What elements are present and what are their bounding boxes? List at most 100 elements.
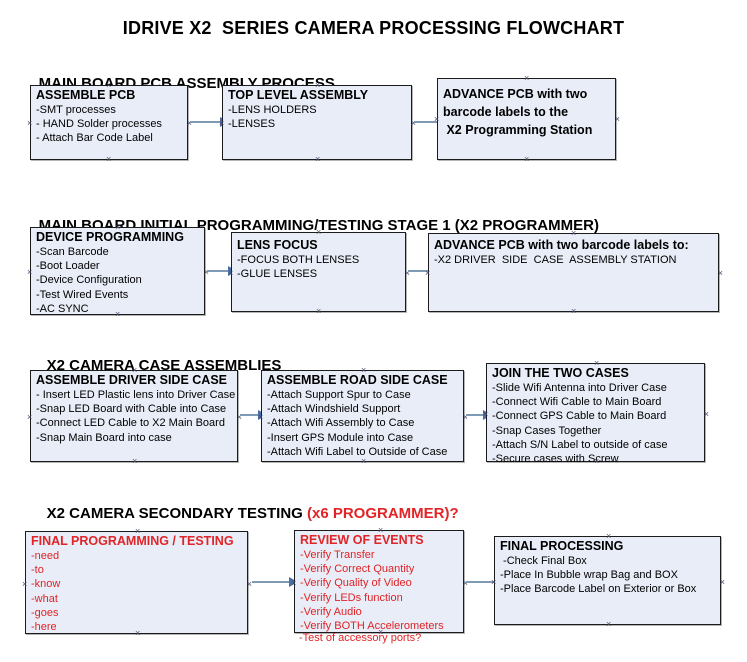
connection-handle-x-icon[interactable] bbox=[594, 457, 599, 466]
connection-handle-x-icon[interactable] bbox=[594, 359, 599, 368]
node-line: -FOCUS BOTH LENSES bbox=[237, 254, 360, 266]
node-line: -Attach Support Spur to Case bbox=[267, 389, 411, 401]
node-line: -Slide Wifi Antenna into Driver Case bbox=[492, 382, 667, 394]
flow-arrow-right-icon bbox=[240, 410, 267, 420]
connection-handle-x-icon[interactable] bbox=[491, 578, 496, 587]
node-line: -Connect GPS Cable to Main Board bbox=[492, 410, 667, 423]
node-line: -Attach Wifi Label to Outside of Case bbox=[267, 445, 448, 458]
flow-arrow-right-icon bbox=[466, 410, 492, 420]
connection-handle-x-icon[interactable] bbox=[106, 81, 111, 90]
node-lens-focus[interactable]: LENS FOCUS -FOCUS BOTH LENSES -GLUE LENS… bbox=[231, 232, 406, 312]
node-line: -Scan Barcode bbox=[36, 246, 109, 258]
connection-handle-x-icon[interactable] bbox=[316, 228, 321, 237]
section-heading-text: X2 CAMERA CASE ASSEMBLIES bbox=[46, 357, 282, 374]
node-line: -need bbox=[31, 550, 60, 562]
section-heading-text: X2 CAMERA SECONDARY TESTING bbox=[46, 505, 307, 522]
page-title: IDRIVE X2 SERIES CAMERA PROCESSING FLOWC… bbox=[122, 18, 625, 38]
node-line: -what bbox=[31, 592, 58, 605]
connection-handle-x-icon[interactable] bbox=[425, 269, 430, 278]
connection-handle-x-icon[interactable] bbox=[258, 413, 263, 422]
node-title: TOP LEVEL ASSEMBLY bbox=[228, 88, 369, 102]
node-line: -Device Configuration bbox=[36, 274, 142, 287]
node-line: -Place In Bubble wrap Bag and BOX bbox=[500, 569, 678, 582]
node-line: -Verify Correct Quantity bbox=[300, 563, 415, 576]
node-title: FINAL PROCESSING bbox=[500, 539, 624, 553]
node-line: -Snap LED Board with Cable into Case bbox=[36, 403, 227, 416]
connection-handle-x-icon[interactable] bbox=[132, 457, 137, 466]
connection-handle-x-icon[interactable] bbox=[434, 115, 439, 124]
connection-handle-x-icon[interactable] bbox=[135, 527, 140, 536]
node-title: FINAL PROGRAMMING / TESTING bbox=[31, 534, 234, 548]
connection-handle-x-icon[interactable] bbox=[115, 310, 120, 319]
node-final-programming-testing[interactable]: FINAL PROGRAMMING / TESTING -need -to -k… bbox=[25, 531, 248, 634]
node-top-level-assembly[interactable]: TOP LEVEL ASSEMBLY -LENS HOLDERS -LENSES bbox=[222, 85, 412, 160]
node-assemble-driver-side-case[interactable]: ASSEMBLE DRIVER SIDE CASE - Insert LED P… bbox=[30, 370, 238, 462]
node-review-of-events[interactable]: REVIEW OF EVENTS -Verify Transfer -Verif… bbox=[294, 530, 464, 633]
connection-handle-x-icon[interactable] bbox=[483, 410, 488, 419]
connection-handle-x-icon[interactable] bbox=[291, 579, 296, 588]
connection-handle-x-icon[interactable] bbox=[115, 223, 120, 232]
connection-handle-x-icon[interactable] bbox=[378, 526, 383, 535]
node-assemble-road-side-case[interactable]: ASSEMBLE ROAD SIDE CASE -Attach Support … bbox=[261, 370, 464, 462]
node-line: -Snap Main Board into case bbox=[36, 431, 172, 444]
connection-handle-x-icon[interactable] bbox=[27, 413, 32, 422]
node-line: -AC SYNC bbox=[36, 302, 89, 315]
connection-handle-x-icon[interactable] bbox=[135, 629, 140, 638]
connection-handle-x-icon[interactable] bbox=[27, 268, 32, 277]
node-title: LENS FOCUS bbox=[237, 238, 318, 252]
node-line: - Insert LED Plastic lens into Driver Ca… bbox=[36, 389, 236, 401]
connection-handle-x-icon[interactable] bbox=[571, 229, 576, 238]
node-line: -LENSES bbox=[228, 118, 276, 131]
node-line: -Verify BOTH Accelerometers bbox=[300, 620, 444, 633]
flow-arrow-right-icon bbox=[190, 117, 229, 127]
node-line: -Place Barcode Label on Exterior or Box bbox=[500, 583, 697, 596]
connection-handle-x-icon[interactable] bbox=[361, 457, 366, 466]
connection-handle-x-icon[interactable] bbox=[524, 74, 529, 83]
node-title: ASSEMBLE ROAD SIDE CASE bbox=[267, 373, 448, 387]
connection-handle-x-icon[interactable] bbox=[27, 119, 32, 128]
connection-handle-x-icon[interactable] bbox=[704, 410, 709, 419]
node-title: ADVANCE PCB with two barcode labels to t… bbox=[443, 87, 593, 137]
connection-handle-x-icon[interactable] bbox=[132, 366, 137, 375]
node-join-the-two-cases[interactable]: JOIN THE TWO CASES -Slide Wifi Antenna i… bbox=[483, 363, 705, 465]
node-line: -Insert GPS Module into Case bbox=[267, 431, 414, 444]
node-device-programming[interactable]: DEVICE PROGRAMMING -Scan Barcode -Boot L… bbox=[30, 227, 205, 315]
connection-handle-x-icon[interactable] bbox=[361, 366, 366, 375]
node-title: ASSEMBLE DRIVER SIDE CASE bbox=[36, 373, 228, 387]
connection-handle-x-icon[interactable] bbox=[571, 307, 576, 316]
flow-arrow-right-icon bbox=[252, 577, 298, 587]
connection-handle-x-icon[interactable] bbox=[615, 115, 620, 124]
connection-handle-x-icon[interactable] bbox=[524, 155, 529, 164]
connection-handle-x-icon[interactable] bbox=[106, 155, 111, 164]
node-line: -Attach S/N Label to outside of case bbox=[492, 438, 668, 451]
node-final-processing[interactable]: FINAL PROCESSING -Check Final Box -Place… bbox=[494, 536, 721, 625]
connection-handle-x-icon[interactable] bbox=[315, 81, 320, 90]
node-line: - HAND Solder processes bbox=[36, 118, 162, 131]
connection-handle-x-icon[interactable] bbox=[606, 620, 611, 629]
connection-handle-x-icon[interactable] bbox=[219, 119, 224, 128]
node-line: -SMT processes bbox=[36, 104, 116, 116]
node-assemble-pcb[interactable]: ASSEMBLE PCB -SMT processes - HAND Solde… bbox=[30, 85, 188, 160]
connection-handle-x-icon[interactable] bbox=[228, 269, 233, 278]
node-line: -Verify LEDs function bbox=[300, 591, 403, 604]
connection-handle-x-icon[interactable] bbox=[606, 532, 611, 541]
node-overflow-line: -Test of accessory ports? bbox=[299, 632, 422, 644]
node-line: -Connect LED Cable to X2 Main Board bbox=[36, 417, 225, 430]
connection-handle-x-icon[interactable] bbox=[316, 307, 321, 316]
node-advance-pcb-to-driver-side-case[interactable]: ADVANCE PCB with two barcode labels to: … bbox=[428, 233, 719, 312]
node-line: -know bbox=[31, 578, 61, 591]
node-title: REVIEW OF EVENTS bbox=[300, 533, 424, 547]
section-heading-x2-camera-secondary-testing: X2 CAMERA SECONDARY TESTING (x6 PROGRAMM… bbox=[30, 488, 459, 539]
node-line: -Verify Transfer bbox=[300, 549, 375, 561]
node-title: DEVICE PROGRAMMING bbox=[36, 230, 184, 244]
connection-handle-x-icon[interactable] bbox=[720, 578, 725, 587]
node-line: -Test Wired Events bbox=[36, 288, 129, 301]
node-line: -Boot Loader bbox=[36, 260, 100, 273]
section-heading-accent: (x6 PROGRAMMER)? bbox=[306, 505, 459, 522]
connection-handle-x-icon[interactable] bbox=[22, 580, 27, 589]
section-heading-x2-camera-case-assemblies: X2 CAMERA CASE ASSEMBLIES bbox=[30, 340, 282, 391]
node-advance-pcb-to-programming-station[interactable]: ADVANCE PCB with two barcode labels to t… bbox=[437, 78, 616, 160]
connection-handle-x-icon[interactable] bbox=[718, 269, 723, 278]
connection-handle-x-icon[interactable] bbox=[315, 155, 320, 164]
